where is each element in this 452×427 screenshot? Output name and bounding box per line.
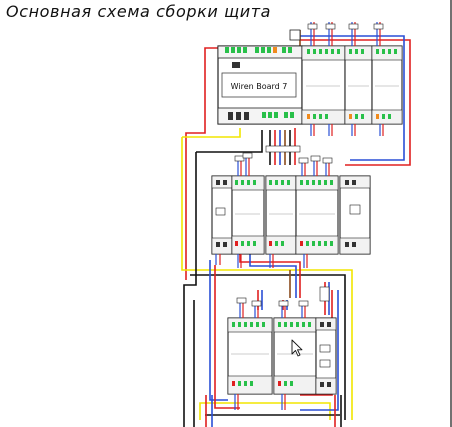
bottom-cable-stubs xyxy=(234,286,330,410)
controller-top-terminals xyxy=(225,47,292,53)
middle-module-4 xyxy=(295,175,339,255)
top-cable-stubs xyxy=(307,22,384,136)
diagram-title: Основная схема сборки щита xyxy=(6,2,272,21)
wire-yellow-top xyxy=(182,128,241,138)
controller-label: Wiren Board 7 xyxy=(231,82,288,91)
wire-blue-lower xyxy=(209,260,228,401)
top-module-2 xyxy=(344,45,373,125)
wire-black-lower xyxy=(190,274,346,420)
wire-red-left-top xyxy=(185,47,218,280)
mouse-cursor-icon xyxy=(291,339,303,357)
wire-black-left xyxy=(183,152,197,427)
middle-module-right-power xyxy=(339,175,371,255)
bottom-module-2 xyxy=(273,317,317,395)
bottom-module-1 xyxy=(227,317,273,395)
wire-yellow-left xyxy=(181,137,353,420)
middle-cable-stubs xyxy=(215,145,333,268)
controller-wiren-board-7: Wiren Board 7 xyxy=(217,29,303,125)
wires xyxy=(181,30,411,427)
middle-module-3 xyxy=(265,175,297,255)
controller-bottom-terminals xyxy=(228,112,294,120)
bottom-module-3 xyxy=(315,317,337,395)
top-module-3 xyxy=(371,45,403,125)
top-module-1 xyxy=(301,45,346,125)
wire-black-mid xyxy=(196,130,263,153)
wire-yellow-bottom-loop xyxy=(199,402,331,420)
middle-module-2 xyxy=(231,175,265,255)
middle-module-power-supply xyxy=(211,175,233,255)
wire-red-lower-left xyxy=(214,265,240,409)
wire-blue-lower-right xyxy=(300,290,339,411)
